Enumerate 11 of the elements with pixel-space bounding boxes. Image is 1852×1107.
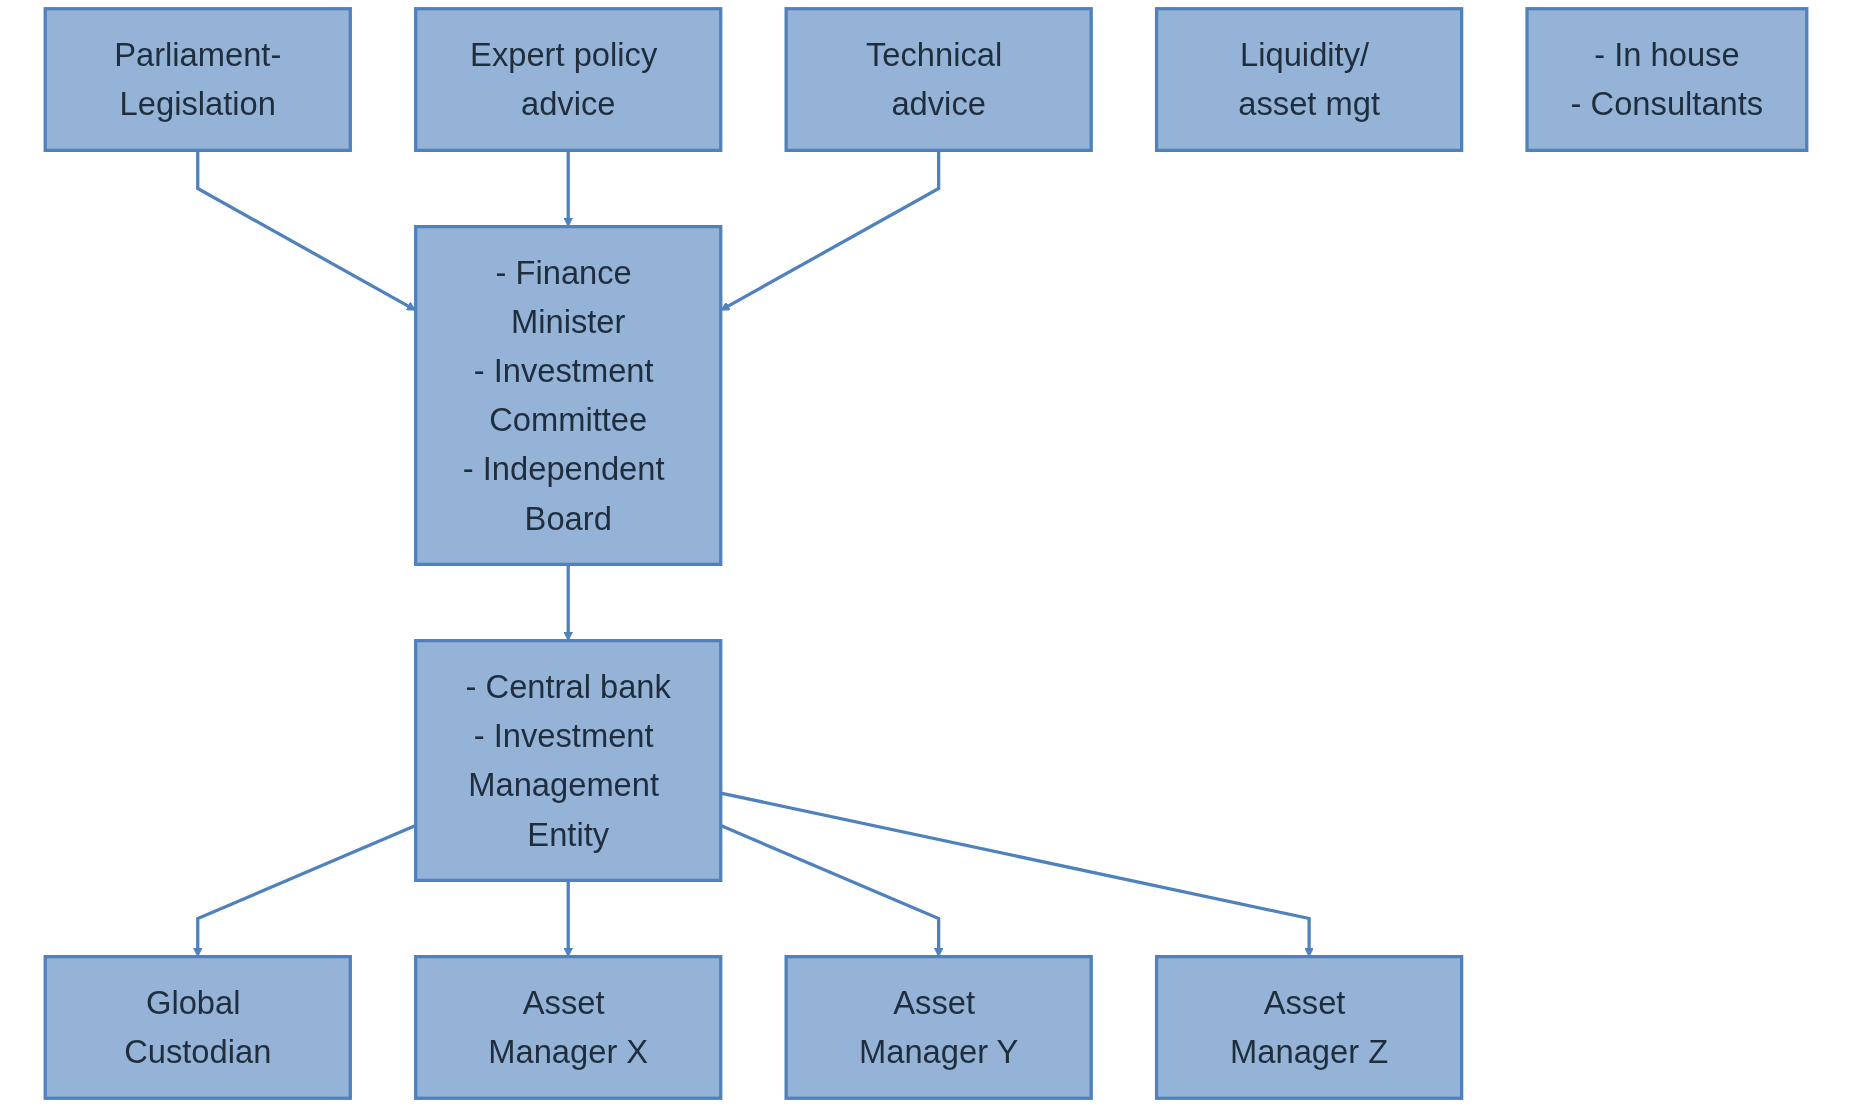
node-box: Liquidity/ asset mgt	[1154, 7, 1464, 152]
node-box: Parliament-Legislation	[43, 7, 352, 152]
node-box: Technical advice	[784, 7, 1093, 152]
node-box: Expert policy advice	[414, 7, 723, 152]
node-box: Asset Manager X	[414, 955, 723, 1100]
node-box: - Finance Minister - Investment Committee - Independent Board	[414, 225, 723, 567]
node-box: Asset Manager Z	[1154, 955, 1464, 1100]
node-box: Global Custodian	[43, 955, 352, 1100]
node-box: - Central bank - Investment Management Entity	[414, 639, 723, 882]
node-box: Asset Manager Y	[784, 955, 1093, 1100]
node-box: - In house - Consultants	[1525, 7, 1809, 152]
